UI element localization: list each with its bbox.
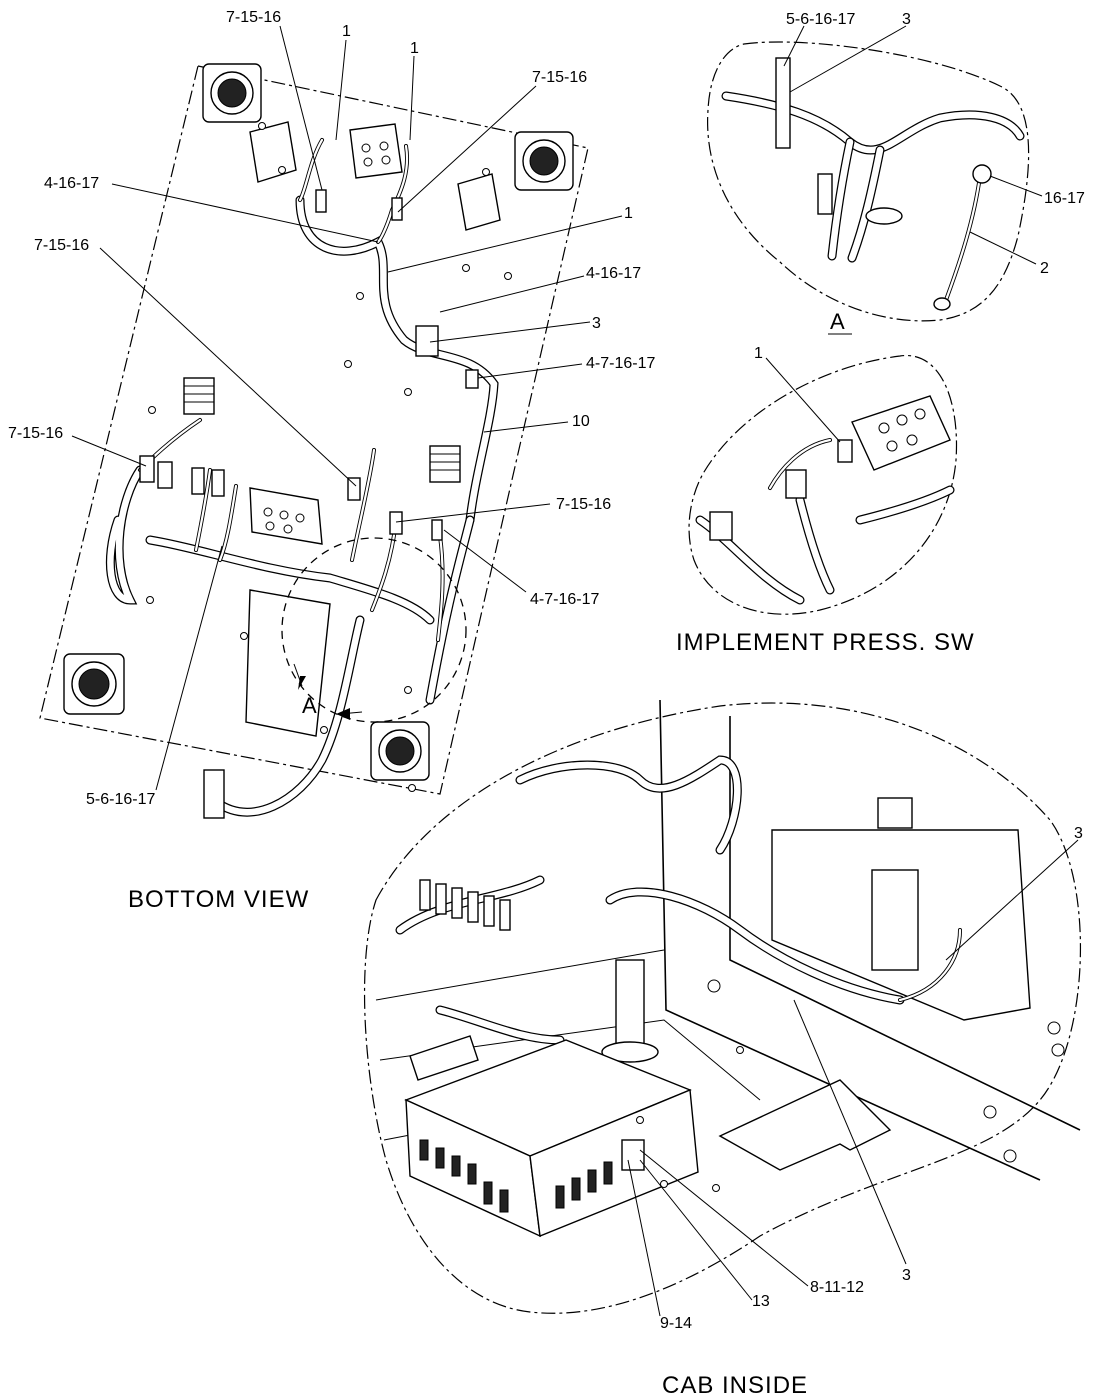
mount-bracket	[409, 1035, 479, 1081]
connector-bank	[419, 879, 511, 931]
connector	[157, 461, 173, 489]
corner-mount	[63, 653, 125, 715]
detail-a-callouts: 5-6-16-17 3 16-17 2	[786, 11, 1085, 277]
caption-detail-a: A	[830, 309, 845, 334]
connector	[203, 769, 225, 819]
valve-block	[349, 123, 403, 179]
callout-label: 7-15-16	[226, 9, 281, 26]
callout-label: 7-15-16	[34, 237, 89, 254]
detail-a-view: 5-6-16-17 3 16-17 2 A	[707, 11, 1085, 335]
cab-inside-view: 3 8-11-12 13 9-14 3 CAB INSIDE	[363, 699, 1083, 1399]
relay	[877, 797, 913, 829]
connector	[972, 164, 992, 184]
corner-mount	[514, 131, 574, 191]
callout-label: 3	[1074, 825, 1083, 842]
implement-press-view: 1 IMPLEMENT PRESS. SW	[676, 345, 975, 656]
callout-label: 3	[902, 1267, 911, 1284]
callout-label: 8-11-12	[810, 1279, 864, 1296]
cab-callouts: 3 8-11-12 13 9-14 3	[660, 825, 1083, 1332]
implement-outline	[688, 354, 958, 615]
connector	[191, 467, 205, 495]
bottom-callouts: 7-15-16 1 1 7-15-16 4-16-17 1 7-15-16 4-…	[8, 9, 655, 808]
cab-leaders	[627, 839, 1079, 1317]
access-cover	[249, 121, 297, 183]
detail-a-leaders	[783, 25, 1043, 265]
callout-label: 4-16-17	[44, 175, 99, 192]
callout-label: 1	[342, 23, 351, 40]
bottom-leaders	[71, 25, 623, 791]
caption-cab-inside: CAB INSIDE	[662, 1372, 808, 1399]
connector	[709, 511, 733, 541]
callout-label: 1	[410, 40, 419, 57]
connector	[837, 439, 853, 463]
callout-label: 5-6-16-17	[86, 791, 155, 808]
connector	[785, 469, 807, 499]
access-cover	[457, 173, 501, 231]
callout-label: 1	[624, 205, 633, 222]
detail-a-outline	[707, 41, 1030, 322]
corner-mount	[202, 63, 262, 123]
fuse-box	[871, 869, 919, 971]
connector	[211, 469, 225, 497]
callout-label: 4-7-16-17	[586, 355, 655, 372]
callout-label: 7-15-16	[8, 425, 63, 442]
bottom-plate-outline	[39, 65, 589, 795]
callout-label: 4-16-17	[586, 265, 641, 282]
callout-label: 13	[752, 1293, 770, 1310]
connector	[347, 477, 361, 501]
mounting-holes	[146, 122, 512, 792]
callout-label: 7-15-16	[532, 69, 587, 86]
callout-label: 4-7-16-17	[530, 591, 599, 608]
clamp	[775, 57, 791, 149]
connector	[465, 369, 479, 389]
pressure-switch-block	[851, 395, 951, 471]
connector	[389, 511, 403, 535]
section-marker-a: A	[302, 693, 317, 718]
floor-cutout	[718, 1079, 892, 1171]
seat-pillar	[615, 959, 645, 1047]
pedal-housing	[429, 445, 461, 483]
cab-outline	[363, 702, 1081, 1314]
mounting-holes	[636, 979, 1065, 1192]
callout-label: 3	[592, 315, 601, 332]
pedal-housing	[183, 377, 215, 415]
connector	[817, 173, 833, 215]
ecu-box	[404, 1039, 699, 1238]
callout-label: 16-17	[1044, 190, 1085, 207]
valve-block	[249, 487, 323, 545]
connector	[139, 455, 155, 483]
clip	[865, 207, 903, 225]
callout-label: 1	[754, 345, 763, 362]
callout-label: 7-15-16	[556, 496, 611, 513]
connector	[315, 189, 327, 213]
callout-label: 2	[1040, 260, 1049, 277]
caption-implement: IMPLEMENT PRESS. SW	[676, 629, 975, 656]
corner-mount	[370, 721, 430, 781]
callout-label: 9-14	[660, 1315, 692, 1332]
connector	[391, 197, 403, 221]
connector	[431, 519, 443, 541]
bottom-view: A 7-15-16 1 1 7-15-16 4-16-17 1	[8, 9, 655, 913]
implement-leader	[765, 357, 841, 443]
connector	[933, 297, 951, 311]
callout-label: 5-6-16-17	[786, 11, 855, 28]
caption-bottom-view: BOTTOM VIEW	[128, 886, 309, 913]
detail-a-circle	[281, 537, 467, 723]
callout-label: 3	[902, 11, 911, 28]
callout-label: 10	[572, 413, 590, 430]
